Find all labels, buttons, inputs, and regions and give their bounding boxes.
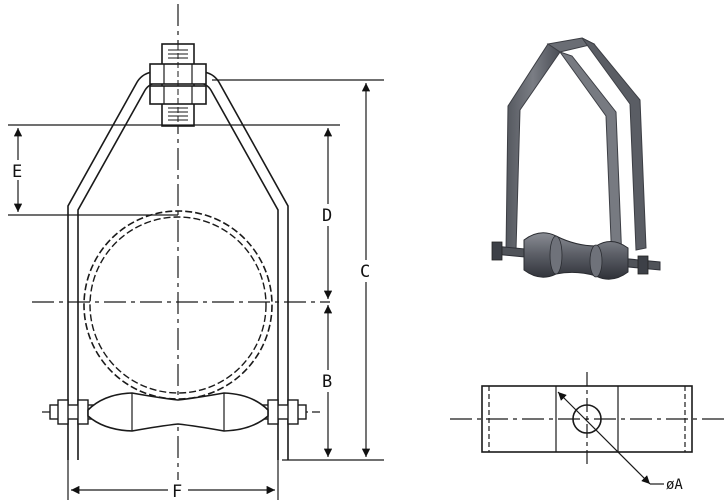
pipe-roller [87, 392, 269, 432]
pipe-inner [89, 216, 267, 394]
label-e: E [12, 162, 22, 182]
label-c: C [360, 262, 370, 282]
axle-nut-right [267, 399, 279, 425]
top-view [450, 372, 726, 485]
hanger-3d-render [491, 37, 661, 280]
label-b: B [322, 372, 332, 392]
label-d: D [322, 206, 332, 226]
pipe-outer [83, 210, 273, 400]
diameter-a-leader [557, 391, 651, 485]
front-view [8, 4, 384, 500]
axle-nut-left [57, 399, 69, 425]
label-f: F [172, 482, 182, 502]
label-diameter-a: øA [666, 477, 683, 493]
